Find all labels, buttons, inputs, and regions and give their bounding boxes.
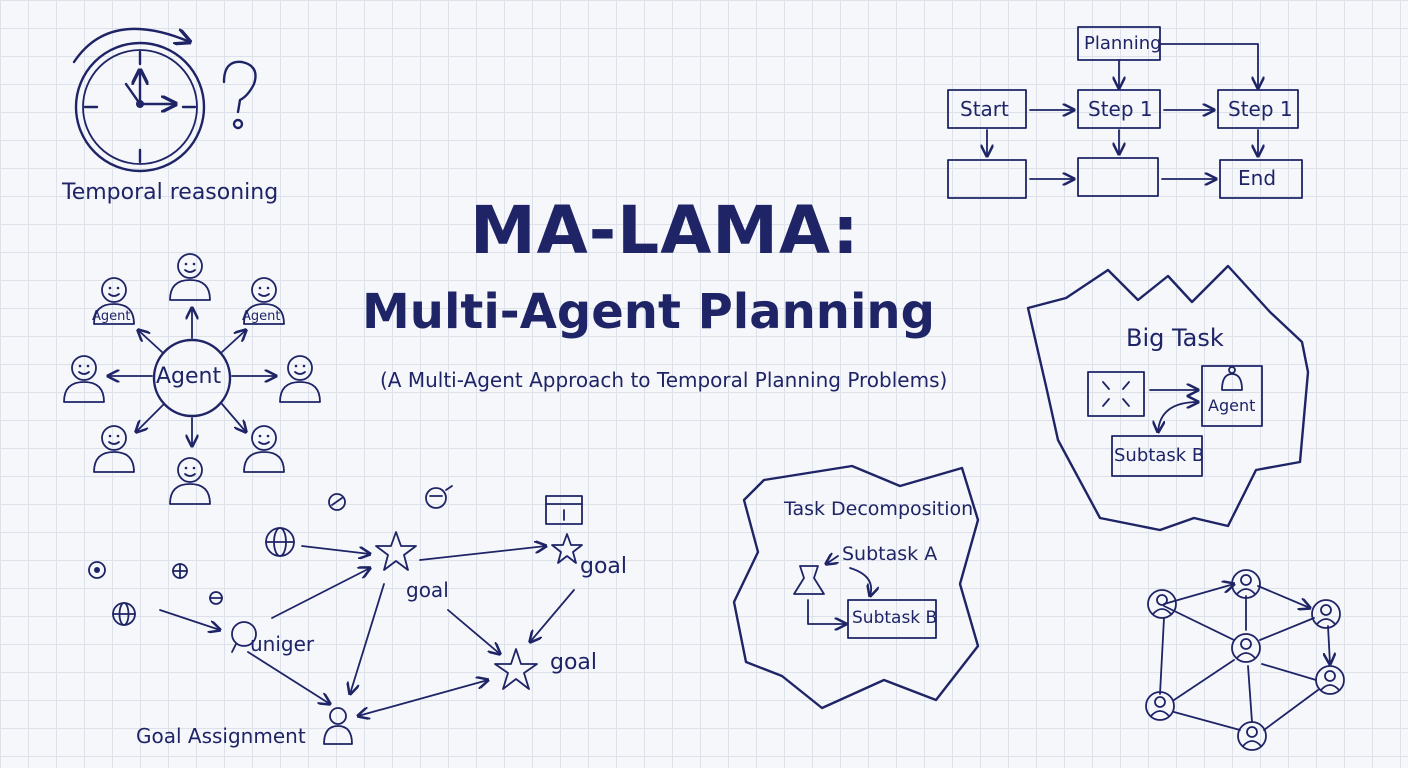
unit-node-label: uniger bbox=[250, 632, 315, 656]
globe-icon-mid bbox=[112, 602, 136, 626]
start-label: Start bbox=[960, 97, 1009, 121]
step1b-box bbox=[1217, 89, 1299, 129]
planning-label: Planning bbox=[1084, 33, 1162, 54]
question-mark-icon bbox=[222, 60, 257, 130]
big-task-agent-box bbox=[1201, 365, 1263, 427]
start-box bbox=[947, 89, 1027, 129]
agent-hub-circle bbox=[152, 338, 232, 418]
big-task-agent-label: Agent bbox=[1208, 396, 1256, 415]
step1b-label: Step 1 bbox=[1228, 97, 1293, 121]
title-line2: Multi-Agent Planning bbox=[362, 284, 935, 340]
pot-icon bbox=[425, 485, 453, 509]
unit-node-icon bbox=[231, 621, 257, 653]
agent-person-lower-left bbox=[93, 425, 135, 473]
empty-box-1 bbox=[947, 159, 1027, 199]
decomp-subtask-a-label: Subtask A bbox=[842, 543, 938, 565]
globe-icon-tiny bbox=[209, 591, 223, 605]
globe-icon-large bbox=[265, 527, 295, 557]
agent-hub bbox=[63, 253, 321, 505]
decomposition-panel bbox=[732, 464, 980, 710]
network-node-icon bbox=[1311, 599, 1341, 629]
goal-star-top bbox=[375, 531, 417, 571]
big-task-icon-box bbox=[1087, 371, 1145, 417]
big-task-subtask-box bbox=[1111, 435, 1203, 477]
goal-assignment-person-icon bbox=[323, 707, 353, 745]
network-node-icon bbox=[1315, 665, 1345, 695]
agent-person-left bbox=[63, 355, 105, 403]
robot-agent-icon bbox=[1221, 366, 1243, 391]
goal-top-label: goal bbox=[406, 578, 449, 602]
goal-assignment-label: Goal Assignment bbox=[136, 724, 306, 748]
big-task-title: Big Task bbox=[1126, 324, 1224, 352]
end-box bbox=[1219, 159, 1303, 199]
step1a-box bbox=[1077, 89, 1161, 129]
decomp-subtask-b-label: Subtask B bbox=[852, 608, 938, 628]
temporal-reasoning-label: Temporal reasoning bbox=[62, 180, 279, 205]
network-node-icon bbox=[1145, 691, 1175, 721]
step1a-label: Step 1 bbox=[1088, 97, 1153, 121]
title-line1: MA-LAMA: bbox=[470, 192, 860, 269]
end-label: End bbox=[1238, 166, 1277, 190]
decomp-subtask-b-box bbox=[847, 599, 937, 639]
big-task-subtask-label: Subtask B bbox=[1114, 445, 1205, 466]
arrow-planning-step1b bbox=[1159, 43, 1258, 88]
agent-person-top bbox=[169, 253, 211, 301]
flowchart bbox=[947, 26, 1303, 199]
goal-graph bbox=[88, 485, 583, 745]
globe-icon-small bbox=[172, 563, 188, 579]
flask-icon bbox=[793, 565, 825, 595]
goal-star-bottom bbox=[494, 648, 538, 690]
network-node-icon bbox=[1231, 569, 1261, 599]
badge-icon-left bbox=[88, 561, 106, 579]
decomposition-title: Task Decomposition bbox=[784, 498, 974, 520]
agent-small-right-label: Agent bbox=[242, 309, 281, 324]
agent-hub-label: Agent bbox=[156, 364, 222, 389]
sparkle-icon bbox=[1102, 381, 1130, 407]
goal-star-right bbox=[551, 533, 583, 564]
empty-box-2 bbox=[1077, 157, 1159, 197]
network-node-icon bbox=[1147, 589, 1177, 619]
clock-icon bbox=[72, 27, 206, 173]
agent-person-right bbox=[279, 355, 321, 403]
goal-right-label: goal bbox=[580, 554, 628, 579]
goal-bottom-label: goal bbox=[550, 650, 598, 675]
agent-network bbox=[1145, 569, 1345, 751]
network-node-icon bbox=[1237, 721, 1267, 751]
network-node-icon bbox=[1231, 633, 1261, 663]
badge-icon-top bbox=[328, 493, 346, 511]
calendar-icon bbox=[545, 495, 583, 525]
agent-person-bottom bbox=[169, 457, 211, 505]
big-task-panel bbox=[1026, 264, 1310, 532]
agent-small-left-label: Agent bbox=[92, 309, 131, 324]
agent-person-lower-right bbox=[243, 425, 285, 473]
subtitle: (A Multi-Agent Approach to Temporal Plan… bbox=[380, 368, 948, 392]
